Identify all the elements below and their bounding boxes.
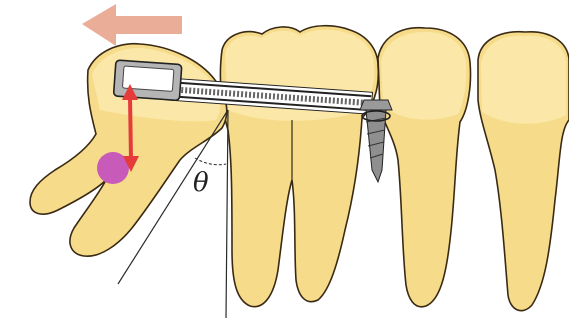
bracket [113,60,181,101]
angle-theta-label: θ [193,168,209,198]
tooth-first-molar [220,26,378,307]
tooth-far-right-molar [478,32,569,311]
tooth-premolar [378,28,471,307]
movement-arrow-icon [82,4,182,46]
mini-implant-screw [360,100,392,182]
